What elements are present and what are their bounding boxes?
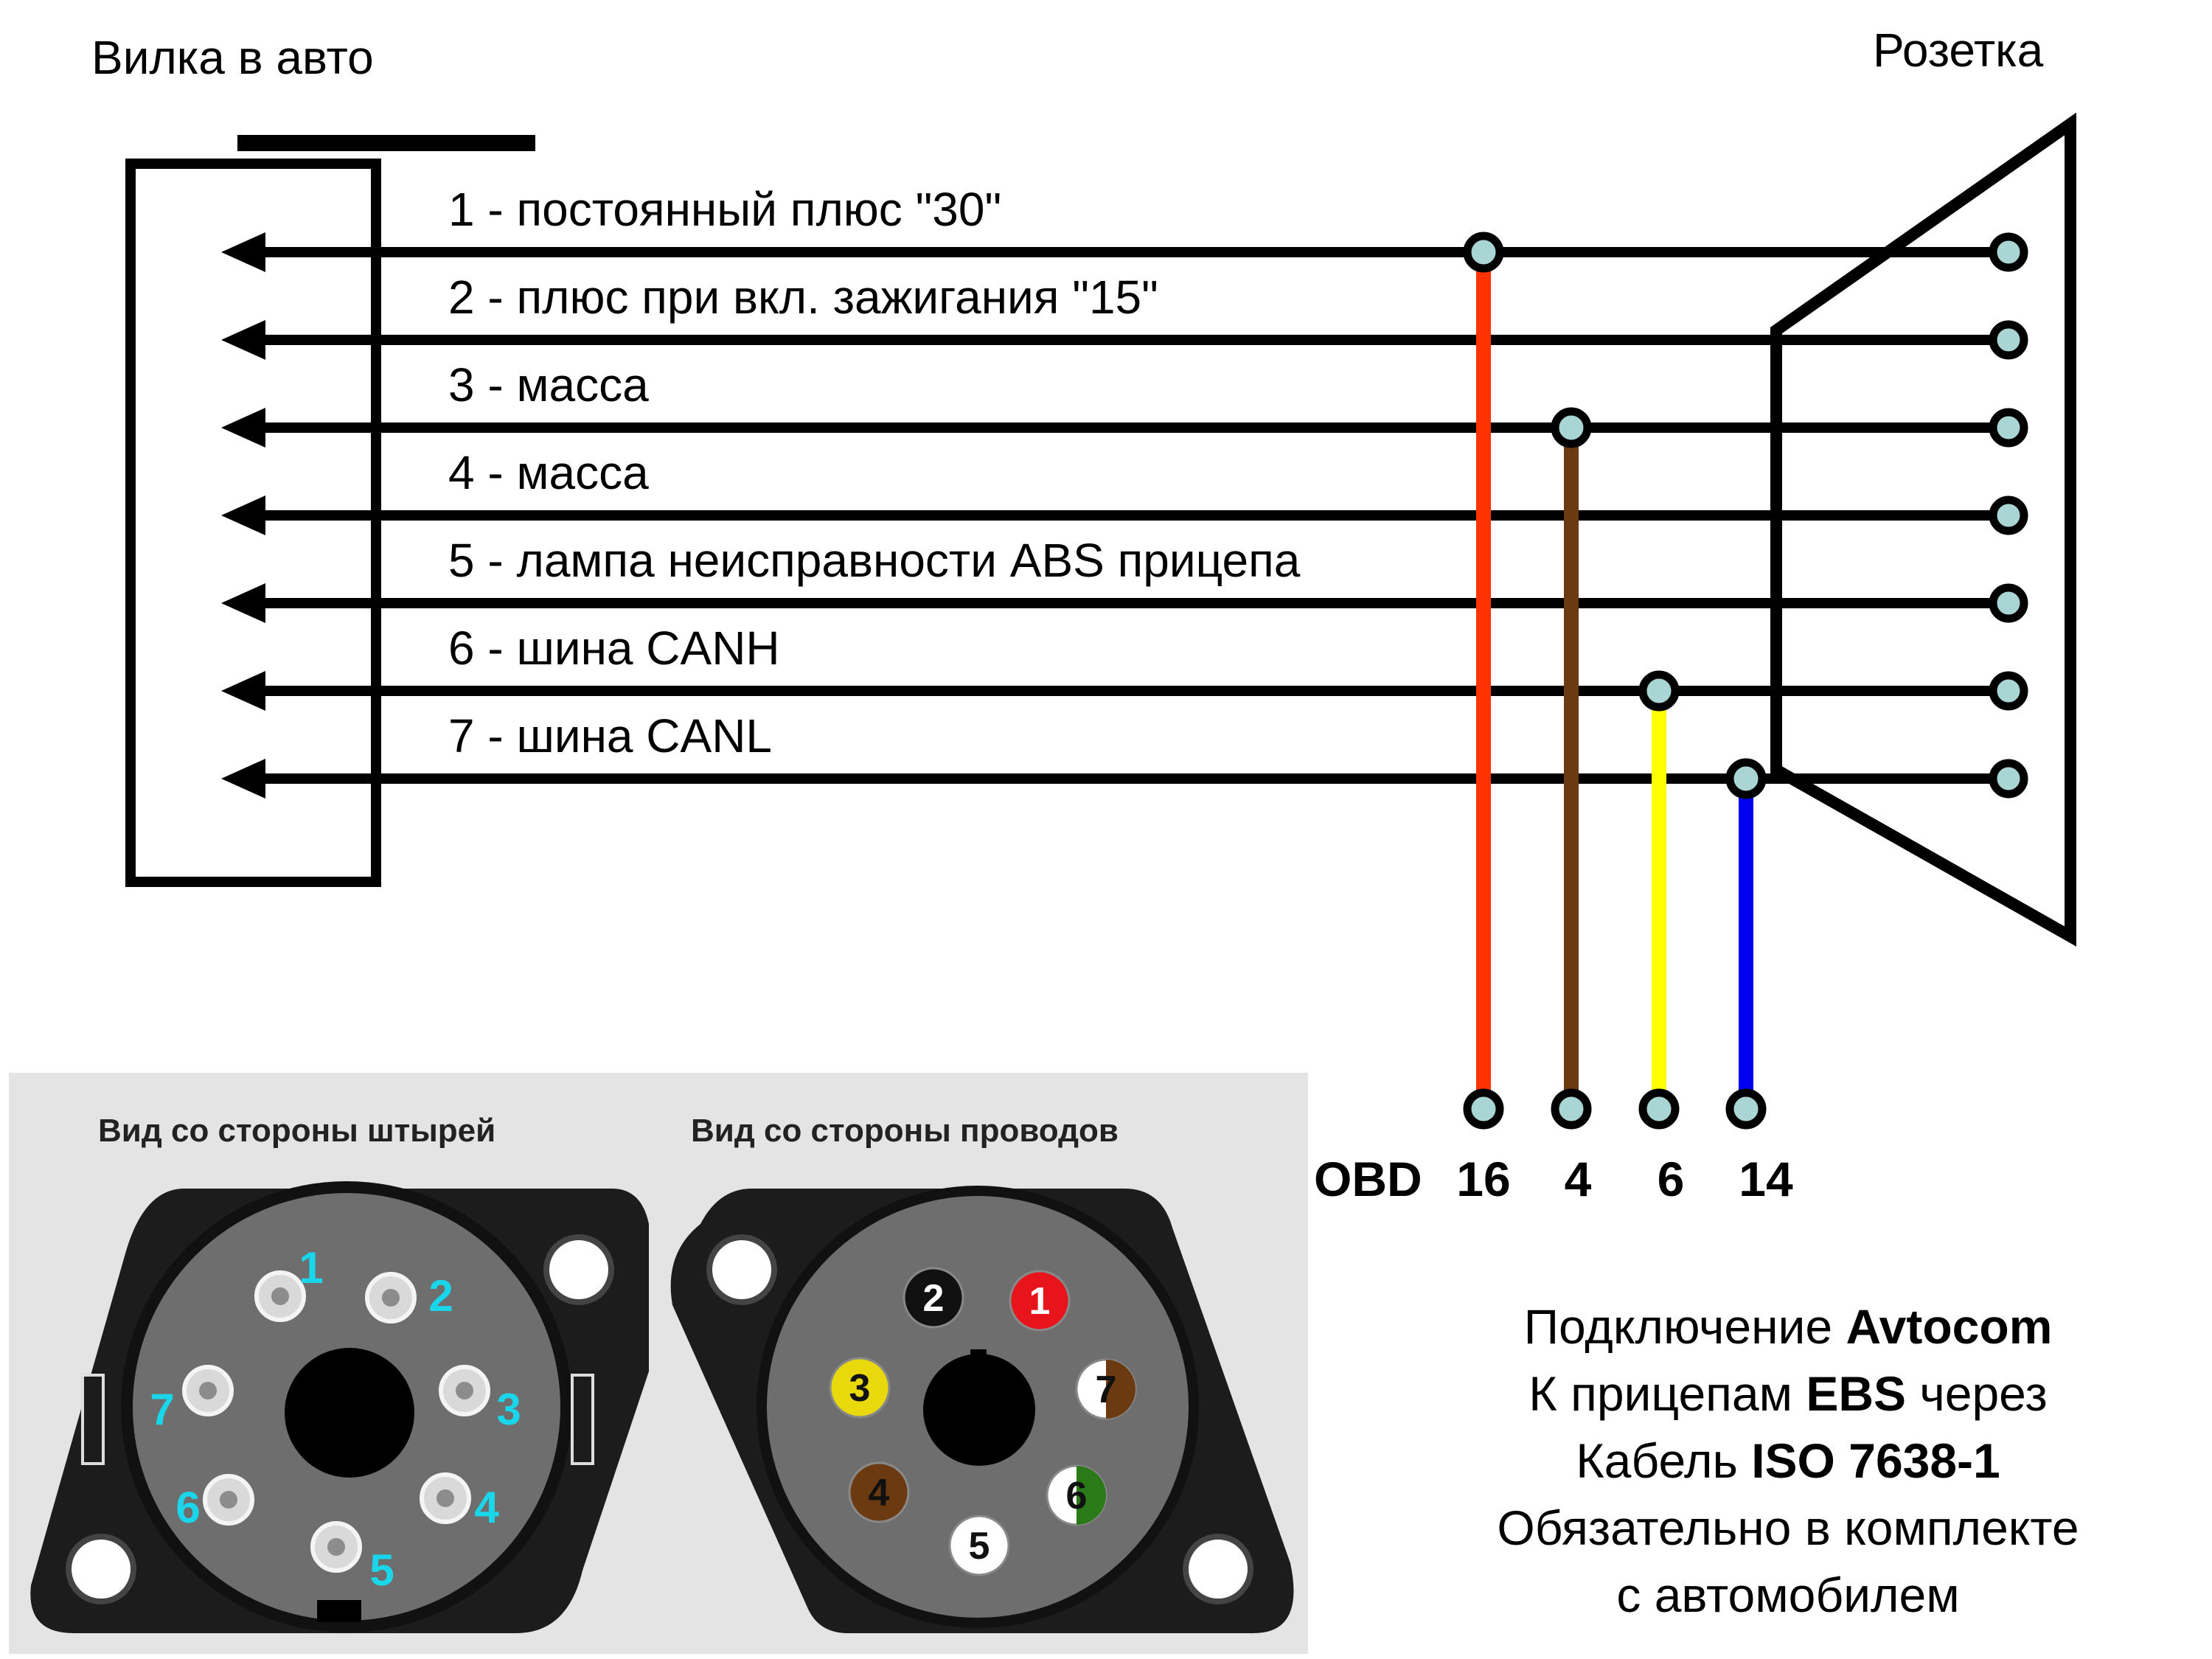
arrow-head-icon bbox=[221, 495, 265, 535]
socket-pin-terminal bbox=[1989, 320, 2028, 360]
socket-pin-terminal bbox=[1989, 495, 2028, 535]
pin-side-pin-1: 1 bbox=[254, 1243, 324, 1322]
pin-side-pins: 1 2 3 4 5 67 bbox=[150, 1243, 521, 1595]
arrow-head-icon bbox=[221, 408, 265, 448]
obd-tap-16 bbox=[1463, 232, 1504, 1130]
wire-label: 7 - шина CANL bbox=[448, 709, 772, 762]
wire-side-pin-5: 5 bbox=[948, 1514, 1010, 1576]
wire-label: 3 - масса bbox=[448, 358, 649, 411]
obd-pin-terminal bbox=[1551, 1088, 1592, 1130]
wire-pin-number: 5 bbox=[969, 1525, 990, 1568]
wire-side-pin-2: 2 bbox=[902, 1267, 964, 1329]
obd-pin-numbers: 16 4 6 14 bbox=[1456, 1152, 1793, 1206]
caption: Подключение Avtocom К прицепам EBS через… bbox=[1497, 1299, 2079, 1622]
obd-prefix: OBD bbox=[1314, 1152, 1422, 1206]
arrow-head-icon bbox=[221, 320, 265, 360]
wire-label: 2 - плюс при вкл. зажигания "15" bbox=[448, 271, 1158, 324]
arrow-head-icon bbox=[221, 671, 265, 711]
tap-junction bbox=[1463, 232, 1504, 273]
obd-pin-number: 6 bbox=[1658, 1152, 1685, 1206]
wire-side-pin-3: 3 bbox=[829, 1357, 891, 1419]
obd-pin-number: 16 bbox=[1456, 1152, 1510, 1206]
obd-pin-terminal bbox=[1638, 1088, 1680, 1130]
socket-label: Розетка bbox=[1873, 24, 2044, 77]
tap-junction bbox=[1551, 407, 1592, 448]
socket-pin-terminal bbox=[1989, 671, 2028, 711]
wire-4: 4 - масса bbox=[221, 446, 2028, 535]
pin-side-pin-4: 4 bbox=[420, 1472, 499, 1532]
tap-junction bbox=[1638, 670, 1680, 712]
socket-pin-terminal bbox=[1989, 232, 2028, 272]
wire-label: 1 - постоянный плюс "30" bbox=[448, 183, 1001, 236]
pin-side-pin-2: 2 bbox=[365, 1271, 453, 1324]
wire-2: 2 - плюс при вкл. зажигания "15" bbox=[221, 271, 2028, 360]
wire-pin-number: 6 bbox=[1066, 1475, 1088, 1517]
wire-pin-number: 4 bbox=[869, 1472, 890, 1514]
pin-number-label: 6 bbox=[175, 1483, 200, 1532]
pin-number-label: 7 bbox=[150, 1385, 174, 1434]
wire-side-pin-7: 7 bbox=[1075, 1358, 1137, 1420]
pin-number-label: 2 bbox=[428, 1271, 453, 1321]
pin-side-title: Вид со стороны штырей bbox=[98, 1113, 495, 1149]
wire-label: 6 - шина CANH bbox=[448, 622, 780, 675]
wire-3: 3 - масса bbox=[221, 358, 2028, 448]
caption-line-3: Кабель ISO 7638-1 bbox=[1576, 1433, 2000, 1488]
caption-line-4: Обязательно в комплекте bbox=[1497, 1500, 2079, 1555]
pin-side-pin-7: 7 bbox=[150, 1365, 234, 1434]
obd-tap-4 bbox=[1551, 407, 1592, 1130]
obd-taps bbox=[1463, 232, 1767, 1130]
obd-pin-terminal bbox=[1725, 1088, 1767, 1130]
pin-side-pin-3: 3 bbox=[439, 1365, 521, 1434]
wire-7: 7 - шина CANL bbox=[221, 709, 2028, 799]
plug-label: Вилка в авто bbox=[91, 31, 374, 84]
wire-pin-number: 3 bbox=[849, 1367, 871, 1410]
pin-side-pin-6: 6 bbox=[175, 1474, 254, 1532]
pin-number-label: 4 bbox=[474, 1483, 499, 1532]
wire-1: 1 - постоянный плюс "30" bbox=[221, 183, 2028, 272]
socket-pin-terminal bbox=[1989, 583, 2028, 623]
caption-line-5: с автомобилем bbox=[1616, 1568, 1959, 1622]
socket-pin-terminal bbox=[1989, 408, 2028, 448]
wire-label: 5 - лампа неисправности ABS прицепа bbox=[448, 534, 1301, 587]
arrow-head-icon bbox=[221, 759, 265, 799]
obd-tap-6 bbox=[1638, 670, 1680, 1130]
pin-number-label: 3 bbox=[496, 1385, 521, 1434]
tap-junction bbox=[1725, 758, 1767, 799]
wire-6: 6 - шина CANH bbox=[221, 622, 2028, 711]
socket-pin-terminal bbox=[1989, 759, 2028, 799]
socket-body bbox=[1770, 112, 2076, 947]
plug-body bbox=[125, 135, 535, 887]
obd-pin-terminal bbox=[1463, 1088, 1504, 1130]
arrow-head-icon bbox=[221, 232, 265, 272]
pin-side-pin-5: 5 bbox=[310, 1521, 394, 1595]
pin-number-label: 5 bbox=[369, 1545, 394, 1595]
caption-line-2: К прицепам EBS через bbox=[1528, 1366, 2047, 1421]
wire-side-pins: 1 2 3 4 5 6 7 bbox=[829, 1267, 1137, 1576]
wire-pin-number: 2 bbox=[923, 1277, 945, 1320]
wires: 1 - постоянный плюс "30" 2 - плюс при вкл… bbox=[221, 183, 2028, 799]
obd-pin-number: 14 bbox=[1739, 1152, 1793, 1206]
wire-5: 5 - лампа неисправности ABS прицепа bbox=[221, 534, 2028, 623]
wire-label: 4 - масса bbox=[448, 446, 649, 499]
wire-side-pin-6: 6 bbox=[1046, 1464, 1107, 1526]
arrow-head-icon bbox=[221, 583, 265, 623]
wire-side-pin-4: 4 bbox=[848, 1461, 910, 1523]
obd-pin-number: 4 bbox=[1565, 1152, 1592, 1206]
pin-number-label: 1 bbox=[299, 1243, 323, 1293]
wire-pin-number: 7 bbox=[1096, 1368, 1117, 1411]
obd-tap-14 bbox=[1725, 758, 1767, 1130]
caption-line-1: Подключение Avtocom bbox=[1524, 1299, 2053, 1354]
wire-side-pin-1: 1 bbox=[1009, 1270, 1071, 1332]
wire-pin-number: 1 bbox=[1029, 1280, 1051, 1323]
wire-side-title: Вид со стороны проводов bbox=[691, 1113, 1119, 1149]
